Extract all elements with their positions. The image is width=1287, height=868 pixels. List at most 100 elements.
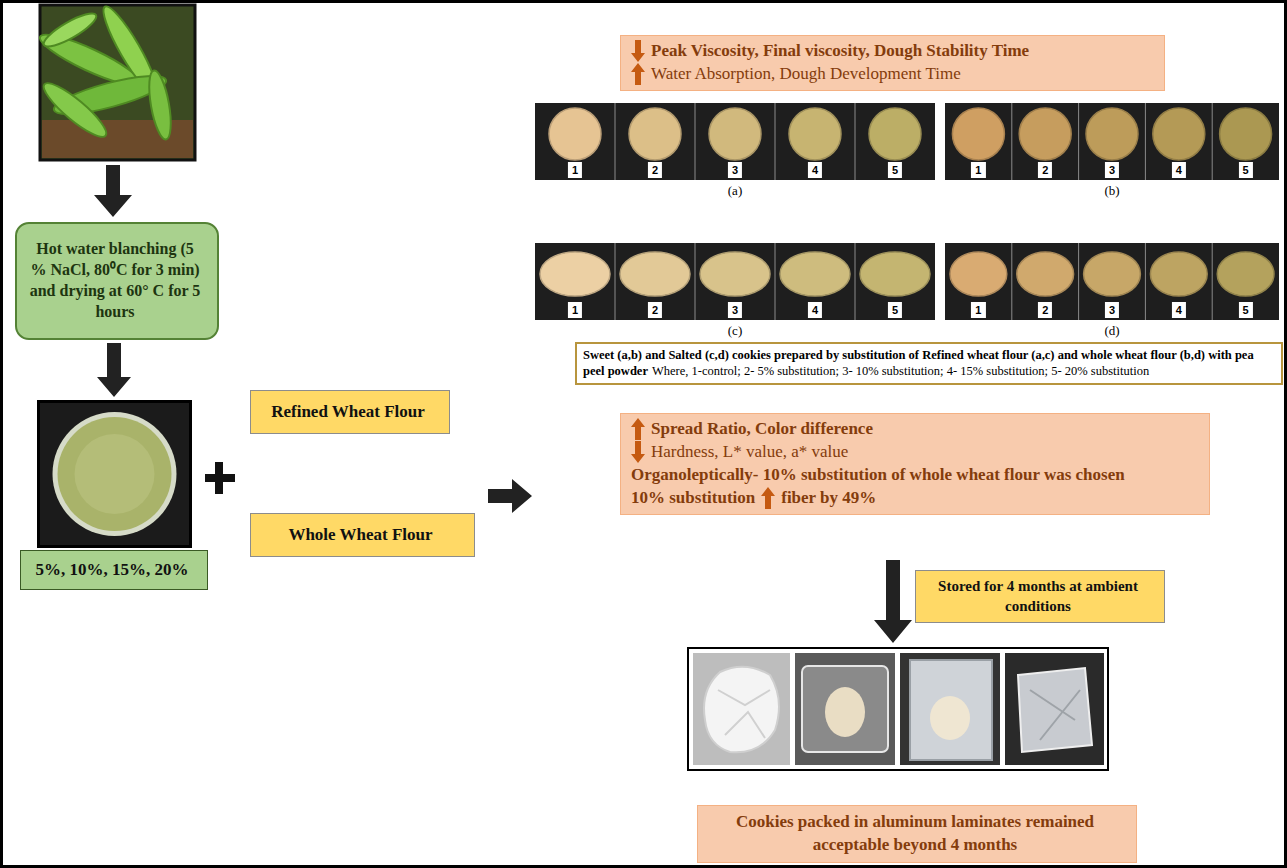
photo-divider — [855, 103, 856, 180]
node-text: fiber by 49% — [781, 487, 876, 510]
connector-layer — [97, 343, 131, 397]
storage-box: Stored for 4 months at ambient condition… — [915, 570, 1165, 623]
text-row: 10% substitution fiber by 49% — [631, 487, 1199, 510]
cookie — [620, 252, 690, 296]
sample-number: 4 — [808, 302, 822, 318]
text-row: Peak Viscosity, Final viscosity, Dough S… — [631, 40, 1154, 63]
trend-arrow — [631, 418, 645, 440]
paper-pack — [704, 667, 779, 753]
trend-arrow-shape — [631, 63, 645, 85]
foil-crease — [1030, 690, 1080, 740]
cookie — [869, 108, 921, 160]
sample-number: 4 — [808, 162, 822, 178]
ingredient-box: Refined Wheat Flour — [250, 390, 450, 434]
trend-arrow-shape — [631, 40, 645, 62]
photo-divider — [1078, 243, 1079, 320]
sample-number: 5 — [1239, 162, 1253, 178]
node-text: 5%, 10%, 15%, 20% — [27, 559, 197, 581]
trend-arrow-shape — [761, 487, 775, 509]
cookie — [700, 252, 770, 296]
photo-divider — [615, 103, 616, 180]
node-text: Spread Ratio, Color difference — [651, 418, 873, 441]
cookie — [780, 252, 850, 296]
cookie — [930, 696, 970, 740]
cookie — [952, 108, 1004, 160]
cookie — [1153, 108, 1205, 160]
petri-dish — [52, 412, 176, 536]
photo-strip — [945, 243, 1279, 320]
cookie — [789, 108, 841, 160]
node-text: Where, 1-control; 2- 5% substitution; 3-… — [652, 364, 1149, 378]
photo-background — [795, 653, 895, 765]
cookie — [1086, 108, 1138, 160]
process-box: Hot water blanching (5 % NaCl, 80⁰C for … — [15, 222, 219, 340]
photo-divider — [1212, 103, 1213, 180]
trend-arrow — [631, 40, 645, 62]
node-text: Hardness, L* value, a* value — [651, 441, 848, 464]
foil-pack — [1018, 668, 1092, 752]
plus-sign — [205, 462, 235, 494]
photo-divider — [615, 243, 616, 320]
paper-fold — [718, 690, 770, 738]
panel-letter: (d) — [1102, 323, 1121, 338]
photo-divider — [695, 103, 696, 180]
cookie — [709, 108, 761, 160]
sample-number: 1 — [971, 162, 985, 178]
trend-arrow — [631, 63, 645, 85]
cookie — [629, 108, 681, 160]
text-row: Water Absorption, Dough Development Time — [631, 63, 1154, 86]
flow-arrow — [97, 343, 131, 397]
sample-number: 1 — [568, 302, 582, 318]
powder-highlight — [74, 434, 154, 514]
node-text: Organoleptically- 10% substitution of wh… — [631, 464, 1125, 487]
result-box: Spread Ratio, Color differenceHardness, … — [620, 413, 1210, 515]
pea-peel-powder — [57, 417, 171, 531]
sample-number: 3 — [728, 162, 742, 178]
photo-divider — [1078, 103, 1079, 180]
powder-sample: 5%, 10%, 15%, 20% — [20, 400, 208, 590]
cookie — [1150, 252, 1207, 296]
sample-number: 2 — [648, 302, 662, 318]
cookie-photos — [535, 103, 1279, 320]
photo-divider — [1011, 103, 1012, 180]
node-text: Whole Wheat Flour — [259, 524, 462, 546]
photo-divider — [1145, 103, 1146, 180]
pea-pod — [145, 69, 175, 141]
photo-divider — [1011, 243, 1012, 320]
powder-photo — [37, 400, 192, 548]
flow-arrow — [94, 165, 132, 217]
plastic-box — [802, 666, 888, 752]
panel-letter: (c) — [726, 323, 744, 338]
node-text: 10% substitution — [631, 487, 755, 510]
packaging-photo — [688, 648, 1108, 770]
trend-arrow-shape — [631, 418, 645, 440]
sample-number: 5 — [888, 302, 902, 318]
caption-box: Sweet (a,b) and Salted (c,d) cookies pre… — [575, 342, 1283, 385]
cookie — [1220, 108, 1272, 160]
sample-number: 5 — [1239, 302, 1253, 318]
cookie — [950, 252, 1007, 296]
node-text: Water Absorption, Dough Development Time — [651, 63, 961, 86]
photo-background — [693, 653, 790, 765]
cookie — [860, 252, 930, 296]
flow-arrow — [488, 479, 532, 513]
photo-strip — [535, 243, 935, 320]
photo-strip — [945, 103, 1279, 180]
sample-number: 3 — [728, 302, 742, 318]
cookie — [825, 687, 865, 737]
foil-pouch — [910, 660, 992, 760]
photo-divider — [775, 103, 776, 180]
photo-frame — [688, 648, 1108, 770]
node-text: Peak Viscosity, Final viscosity, Dough S… — [651, 40, 1029, 63]
text-row: Spread Ratio, Color difference — [631, 418, 1199, 441]
trend-arrow — [631, 441, 645, 463]
ingredient-box: Whole Wheat Flour — [250, 513, 475, 557]
photo-background — [900, 653, 1000, 765]
node-text: Stored for 4 months at ambient condition… — [924, 577, 1152, 616]
cookie — [1017, 252, 1074, 296]
photo-strip — [535, 103, 935, 180]
cookie — [1217, 252, 1274, 296]
cookie — [1019, 108, 1071, 160]
